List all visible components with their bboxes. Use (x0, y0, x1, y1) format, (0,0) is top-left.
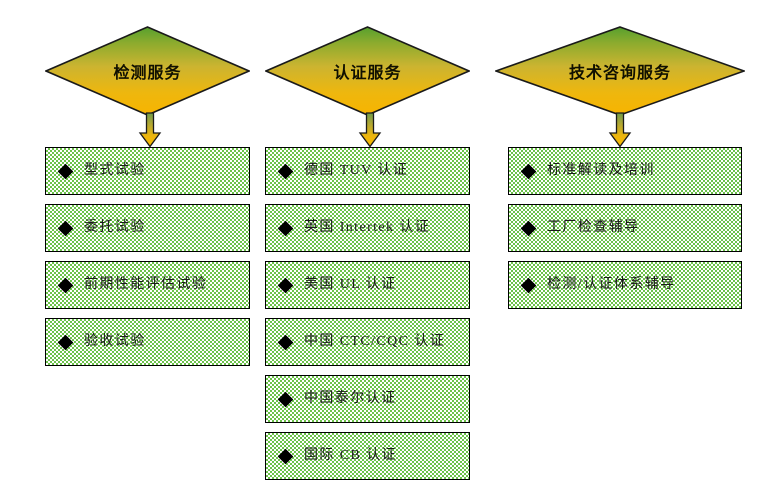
arrow-testing-services (138, 112, 162, 148)
list-item[interactable]: 验收试验 (45, 318, 250, 366)
diamond-bullet-icon (277, 334, 294, 350)
list-item-label: 国际 CB 认证 (304, 448, 397, 463)
diamond-bullet-icon (57, 277, 74, 293)
diamond-bullet-icon (520, 277, 537, 293)
diamond-certification-services[interactable]: 认证服务 (265, 26, 470, 116)
list-item[interactable]: 委托试验 (45, 204, 250, 252)
diamond-bullet-icon (277, 391, 294, 407)
down-arrow-icon (358, 112, 382, 148)
diamond-bullet-icon (520, 220, 537, 236)
list-item[interactable]: 美国 UL 认证 (265, 261, 470, 309)
list-item-label: 美国 UL 认证 (304, 277, 397, 292)
diamond-bullet-icon (57, 220, 74, 236)
list-item[interactable]: 中国 CTC/CQC 认证 (265, 318, 470, 366)
list-item-label: 委托试验 (84, 220, 146, 235)
list-item[interactable]: 中国泰尔认证 (265, 375, 470, 423)
list-item[interactable]: 前期性能评估试验 (45, 261, 250, 309)
list-item-label: 型式试验 (84, 163, 146, 178)
list-item-label: 中国 CTC/CQC 认证 (304, 334, 446, 349)
list-item-label: 标准解读及培训 (547, 163, 655, 178)
diamond-testing-services[interactable]: 检测服务 (45, 26, 250, 116)
diamond-technical-consulting-services[interactable]: 技术咨询服务 (495, 26, 745, 116)
list-item-label: 检测/认证体系辅导 (547, 277, 676, 292)
diamond-bullet-icon (520, 163, 537, 179)
list-item-label: 工厂检查辅导 (547, 220, 640, 235)
diamond-bullet-icon (57, 163, 74, 179)
list-item[interactable]: 型式试验 (45, 147, 250, 195)
arrow-certification-services (358, 112, 382, 148)
diamond-shape-icon (45, 26, 250, 116)
list-item[interactable]: 英国 Intertek 认证 (265, 204, 470, 252)
diamond-shape-icon (265, 26, 470, 116)
list-item[interactable]: 标准解读及培训 (508, 147, 742, 195)
diamond-bullet-icon (277, 163, 294, 179)
diamond-bullet-icon (277, 448, 294, 464)
list-item-label: 前期性能评估试验 (84, 277, 208, 292)
list-item-label: 英国 Intertek 认证 (304, 220, 431, 235)
list-item-label: 验收试验 (84, 334, 146, 349)
down-arrow-icon (608, 112, 632, 148)
list-item[interactable]: 国际 CB 认证 (265, 432, 470, 480)
list-item-label: 德国 TUV 认证 (304, 163, 409, 178)
list-item-label: 中国泰尔认证 (304, 391, 397, 406)
list-item[interactable]: 德国 TUV 认证 (265, 147, 470, 195)
down-arrow-icon (138, 112, 162, 148)
arrow-technical-consulting-services (608, 112, 632, 148)
diamond-shape-icon (495, 26, 745, 116)
list-item[interactable]: 工厂检查辅导 (508, 204, 742, 252)
diamond-bullet-icon (57, 334, 74, 350)
diamond-bullet-icon (277, 277, 294, 293)
list-item[interactable]: 检测/认证体系辅导 (508, 261, 742, 309)
diamond-bullet-icon (277, 220, 294, 236)
